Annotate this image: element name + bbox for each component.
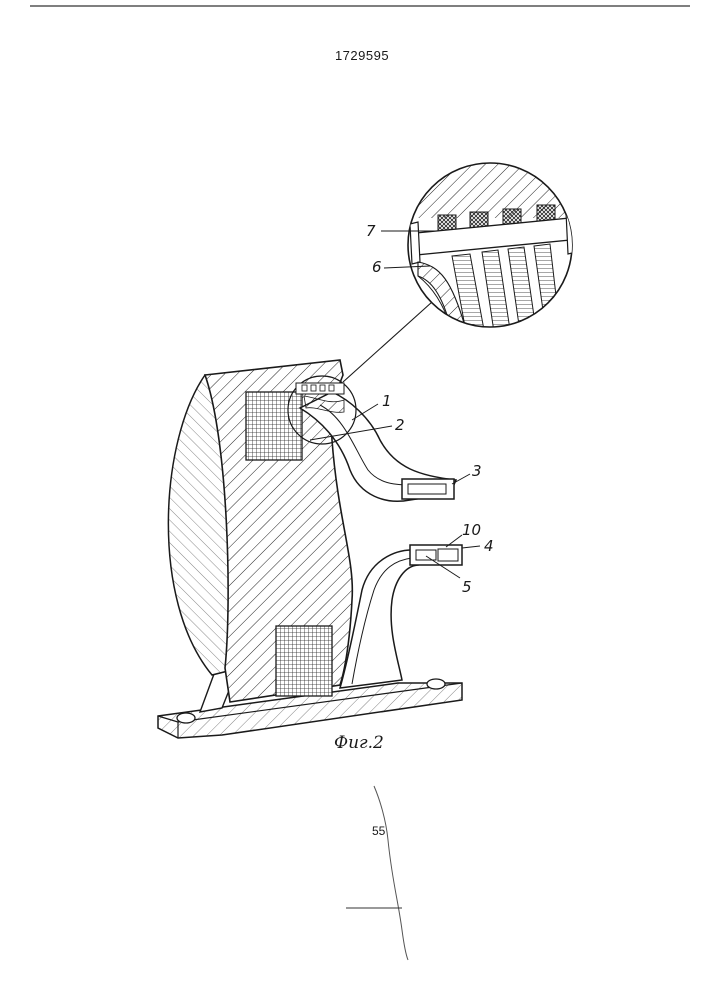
figure-caption: Фиг.2 [334, 733, 384, 753]
mounting-hole-right [427, 679, 445, 689]
margin-line-number: 55 [372, 824, 385, 838]
mounting-hole-left [177, 713, 195, 723]
label-1: 1 [382, 392, 392, 410]
label-10: 10 [462, 521, 481, 539]
label-3: 3 [472, 462, 482, 480]
leader-4 [462, 546, 480, 548]
winding-top [246, 392, 302, 460]
label-5: 5 [462, 578, 472, 596]
label-7: 7 [366, 222, 376, 240]
winding-bottom [276, 626, 332, 696]
magnified-detail [381, 160, 580, 332]
label-2: 2 [395, 416, 405, 434]
detail-leader-line [343, 302, 432, 382]
label-6: 6 [372, 258, 382, 276]
label-4: 4 [484, 537, 494, 555]
margin-scribble [374, 786, 408, 960]
